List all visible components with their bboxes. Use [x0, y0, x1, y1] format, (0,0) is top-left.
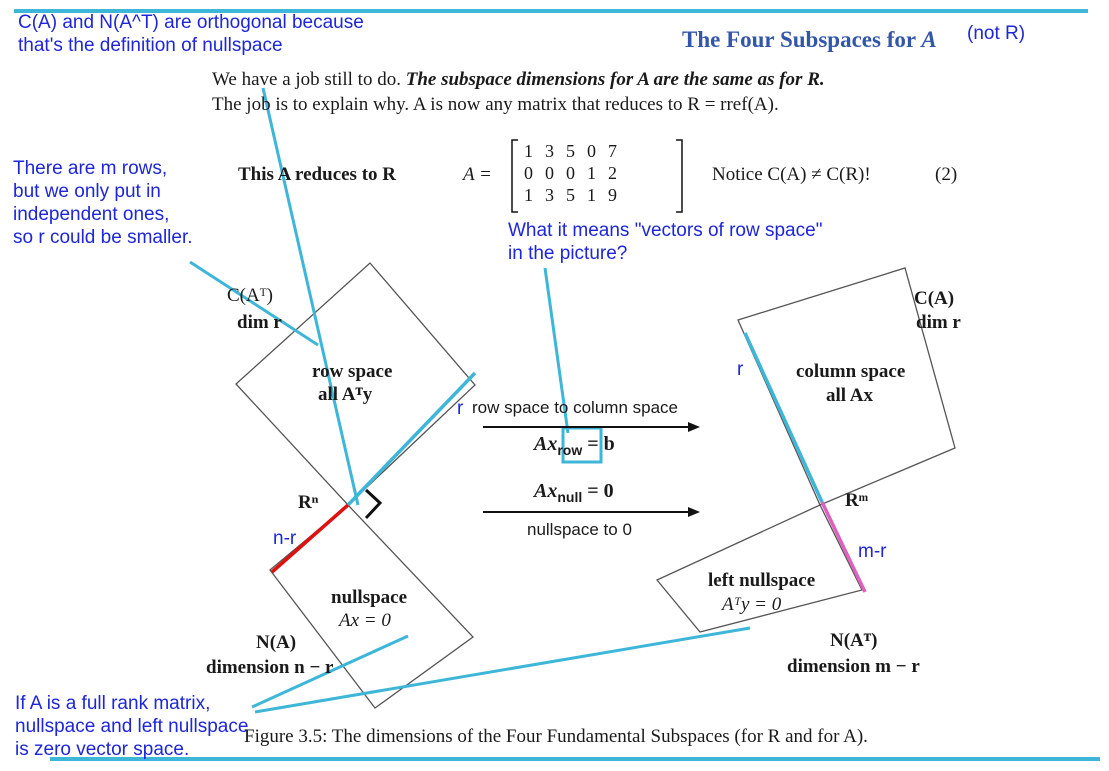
note-line: nullspace and left nullspace: [15, 716, 249, 737]
eq-part: = b: [587, 433, 615, 455]
note-orthogonal: C(A) and N(A^T) are orthogonal because t…: [18, 11, 364, 57]
figure-caption: Figure 3.5: The dimensions of the Four F…: [244, 726, 868, 747]
title-text: The Four Subspaces for: [682, 27, 922, 52]
note-r-left: r: [457, 398, 464, 419]
matrix-cell: 5: [566, 140, 575, 161]
row-space-name: C(Aᵀ): [227, 285, 273, 306]
note-line: C(A) and N(A^T) are orthogonal because: [18, 12, 364, 33]
left-nullspace-name: N(Aᵀ): [830, 630, 878, 651]
matrix-cell: 3: [545, 140, 554, 161]
column-space-label: column space: [796, 361, 906, 382]
nullspace-label: nullspace: [331, 587, 408, 608]
note-line: If A is a full rank matrix,: [15, 693, 211, 714]
null-to-zero-label: nullspace to 0: [527, 520, 632, 539]
Rm-label: Rᵐ: [845, 490, 869, 511]
intro-plain: We have a job still to do.: [212, 69, 406, 90]
matrix-cell: 9: [608, 184, 617, 205]
equation-number: (2): [935, 164, 958, 185]
eq-sub: null: [557, 489, 583, 505]
left-null-m-r-edge: [820, 501, 867, 593]
eq-sub: row: [557, 442, 583, 458]
note-row-vectors: What it means "vectors of row space" in …: [508, 219, 822, 265]
note-full-rank: If A is a full rank matrix, nullspace an…: [15, 692, 248, 761]
matrix-cell: 1: [587, 162, 596, 183]
intro-line-1: We have a job still to do. The subspace …: [212, 67, 825, 92]
matrix-cell: 0: [524, 162, 533, 183]
note-line: that's the definition of nullspace: [18, 35, 283, 56]
nullspace-square: [269, 504, 474, 709]
matrix-cell: 5: [566, 184, 575, 205]
row-space-r-edge: [346, 371, 477, 507]
arrow-top-equation: Axrow = b: [534, 433, 615, 458]
intro-paragraph: We have a job still to do. The subspace …: [212, 67, 825, 117]
intro-bold: The subspace dimensions for A are the sa…: [405, 69, 825, 90]
matrix-cell: 0: [566, 162, 575, 183]
title-var: A: [921, 27, 937, 52]
page-title: The Four Subspaces for A: [682, 27, 937, 53]
note-line: There are m rows,: [13, 158, 168, 179]
row-space-label: row space: [312, 361, 393, 382]
row-space-sub: all Aᵀy: [318, 384, 373, 405]
column-space-sub: all Ax: [826, 385, 873, 406]
nullspace-name: N(A): [256, 632, 297, 653]
note-line: is zero vector space.: [15, 739, 190, 760]
note-line: in the picture?: [508, 243, 628, 264]
note-r-right: r: [737, 359, 744, 380]
matrix-lhs: A =: [463, 164, 492, 185]
left-nullspace-dim: dimension m − r: [787, 656, 920, 677]
example-label: This A reduces to R: [238, 164, 397, 185]
note-line: but we only put in: [13, 181, 161, 202]
matrix-cell: 0: [545, 162, 554, 183]
matrix-cell: 2: [608, 162, 617, 183]
matrix-cell: 1: [524, 184, 533, 205]
matrix-cell: 7: [608, 140, 617, 161]
nullspace-n-r-edge: [270, 503, 350, 574]
left-nullspace-square: [655, 504, 863, 633]
nullspace-eq: Ax = 0: [339, 610, 391, 631]
note-m-rows: There are m rows, but we only put in ind…: [13, 157, 193, 249]
nullspace-dim: dimension n − r: [206, 657, 334, 678]
eq-part: Ax: [534, 480, 558, 502]
Rn-label: Rⁿ: [298, 492, 319, 513]
eq-part: = 0: [587, 480, 614, 502]
matrix-cell: 3: [545, 184, 554, 205]
matrix-cell: 1: [524, 140, 533, 161]
arrow-bottom-equation: Axnull = 0: [534, 480, 614, 505]
left-nullspace-label: left nullspace: [708, 570, 816, 591]
right-angle-mark: [364, 488, 383, 520]
notice-text: Notice C(A) ≠ C(R)!: [712, 164, 871, 185]
note-line: so r could be smaller.: [13, 227, 193, 248]
eq-part: Ax: [534, 433, 558, 455]
note-line: independent ones,: [13, 204, 170, 225]
matrix-cell: 0: [587, 140, 596, 161]
note-line: What it means "vectors of row space": [508, 220, 823, 241]
row-to-column-label: row space to column space: [472, 398, 678, 417]
column-space-r-edge: [743, 332, 824, 503]
row-space-dim: dim r: [237, 312, 282, 333]
column-space-dim: dim r: [916, 312, 961, 333]
note-n-minus-r: n-r: [273, 528, 297, 549]
matrix-cell: 1: [587, 184, 596, 205]
intro-line-2: The job is to explain why. A is now any …: [212, 94, 779, 115]
column-space-name: C(A): [914, 288, 955, 309]
note-m-minus-r: m-r: [858, 541, 887, 562]
left-nullspace-eq: Aᵀy = 0: [722, 594, 782, 615]
column-space-square: [737, 267, 956, 506]
note-not-r: (not R): [967, 23, 1026, 44]
